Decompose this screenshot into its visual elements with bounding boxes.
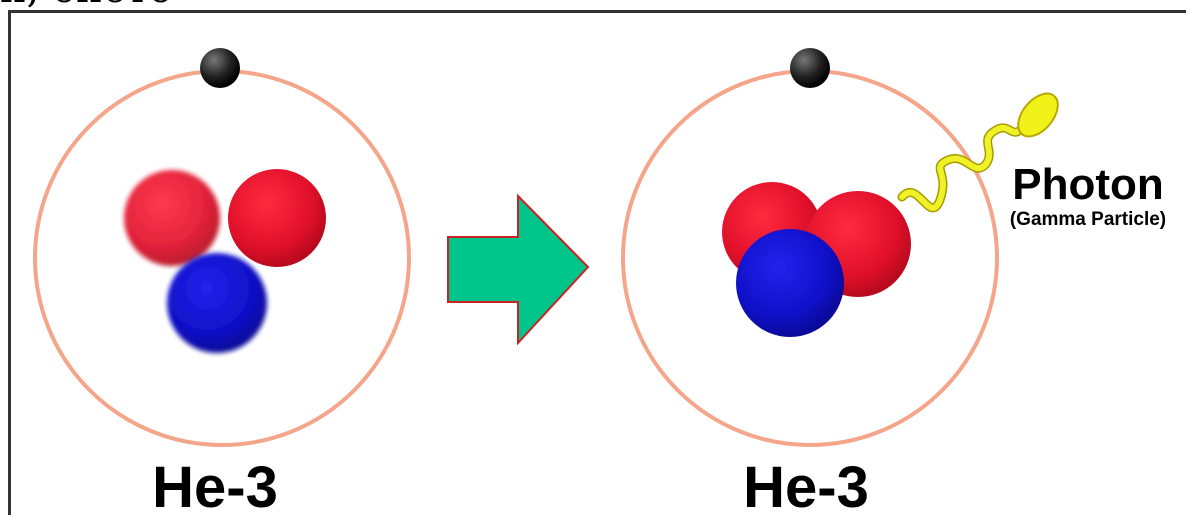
photon: Photon (Gamma Particle) <box>902 86 1166 230</box>
left-atom: He-3 <box>35 48 409 518</box>
left-proton-1 <box>124 170 220 266</box>
reaction-arrow <box>448 196 588 343</box>
left-neutron <box>167 253 267 353</box>
left-electron <box>200 48 240 88</box>
right-electron <box>790 48 830 88</box>
right-neutron <box>736 229 844 337</box>
photon-title: Photon <box>1012 160 1164 209</box>
right-atom-label: He-3 <box>743 455 869 518</box>
left-proton-2 <box>228 169 326 267</box>
photon-subtitle: (Gamma Particle) <box>1010 209 1166 230</box>
right-atom: He-3 <box>623 48 997 518</box>
left-atom-label: He-3 <box>152 455 278 518</box>
